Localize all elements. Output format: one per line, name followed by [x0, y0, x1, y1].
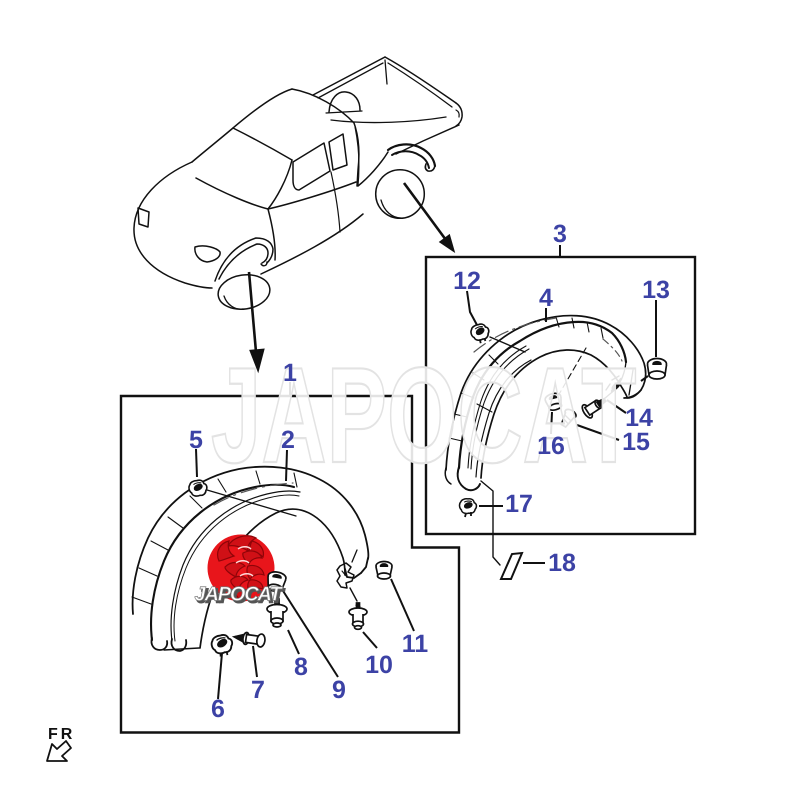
svg-text:2: 2 — [281, 426, 295, 454]
svg-text:10: 10 — [365, 651, 393, 679]
svg-text:JAPOCAT: JAPOCAT — [195, 584, 284, 606]
svg-text:9: 9 — [332, 676, 346, 704]
svg-text:8: 8 — [294, 653, 308, 681]
svg-text:JAPOCAT: JAPOCAT — [211, 339, 636, 491]
svg-text:JAPOCAT: JAPOCAT — [197, 586, 286, 608]
svg-text:13: 13 — [642, 276, 670, 304]
svg-text:18: 18 — [548, 549, 576, 577]
svg-text:FR: FR — [48, 726, 75, 743]
svg-text:14: 14 — [625, 404, 653, 432]
svg-text:17: 17 — [505, 490, 533, 518]
svg-text:11: 11 — [402, 630, 429, 658]
svg-text:5: 5 — [189, 426, 203, 454]
svg-text:4: 4 — [539, 284, 553, 312]
svg-text:15: 15 — [622, 428, 650, 456]
svg-text:12: 12 — [453, 267, 481, 295]
svg-text:3: 3 — [553, 220, 567, 248]
svg-text:16: 16 — [537, 432, 565, 460]
svg-text:7: 7 — [251, 676, 265, 704]
svg-text:6: 6 — [211, 695, 225, 723]
svg-text:1: 1 — [283, 359, 297, 387]
